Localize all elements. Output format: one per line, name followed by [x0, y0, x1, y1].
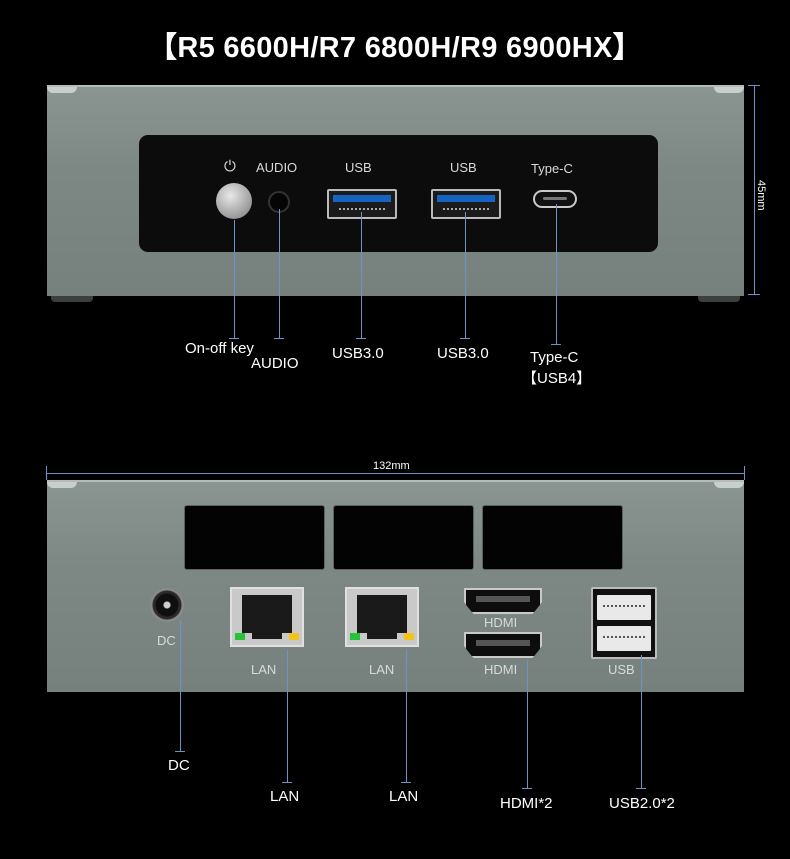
- callout-lan-2: LAN: [389, 788, 419, 805]
- callout-line: [406, 650, 407, 782]
- typec-port: [533, 190, 577, 208]
- callout-tick: [401, 782, 411, 783]
- callout-usb3-right: USB3.0: [437, 345, 489, 362]
- callout-line: [279, 209, 280, 338]
- hdmi-port: [464, 632, 542, 658]
- callout-line: [361, 212, 362, 338]
- dimension-cap: [46, 466, 47, 480]
- callout-usb2: USB2.0*2: [609, 795, 675, 812]
- usb-port-label: USB: [608, 662, 635, 677]
- callout-tick: [551, 344, 561, 345]
- height-dimension-line: [754, 85, 755, 294]
- back-view-chassis: DC LAN LAN HDMI HDMI USB: [47, 480, 744, 692]
- vent-grille: [482, 505, 623, 570]
- audio-port-label: AUDIO: [256, 160, 298, 175]
- callout-tick: [282, 782, 292, 783]
- lan-port: [230, 587, 304, 647]
- height-dimension-label: 45mm: [755, 180, 767, 211]
- width-dimension-line: [46, 473, 745, 474]
- hdmi-port: [464, 588, 542, 614]
- usb3-port: [431, 189, 501, 219]
- power-icon: ⏻: [224, 158, 236, 175]
- callout-line: [180, 620, 181, 751]
- chassis-corner: [47, 482, 77, 488]
- hdmi-port-label: HDMI: [484, 662, 518, 677]
- dimension-cap: [748, 294, 760, 295]
- callout-lan-1: LAN: [270, 788, 300, 805]
- usb-port-label: USB: [345, 160, 372, 175]
- callout-dc: DC: [168, 757, 190, 774]
- lan-port: [345, 587, 419, 647]
- page-title: 【R5 6600H/R7 6800H/R9 6900HX】: [148, 32, 642, 64]
- callout-typec: Type-C: [530, 349, 579, 366]
- front-io-panel: ⏻ AUDIO USB USB Type-C: [139, 135, 658, 252]
- dc-port-label: DC: [157, 633, 176, 648]
- callout-line: [234, 220, 235, 338]
- callout-line: [556, 204, 557, 344]
- callout-line: [527, 660, 528, 788]
- usb-port-label: USB: [450, 160, 477, 175]
- chassis-corner: [714, 87, 744, 93]
- chassis-foot: [698, 296, 740, 302]
- callout-tick: [274, 338, 284, 339]
- callout-power-key: On-off key: [185, 340, 254, 357]
- dimension-cap: [744, 466, 745, 480]
- callout-usb3-left: USB3.0: [332, 345, 384, 362]
- front-view-chassis: ⏻ AUDIO USB USB Type-C: [47, 85, 744, 302]
- callout-hdmi: HDMI*2: [500, 795, 553, 812]
- chassis-corner: [714, 482, 744, 488]
- callout-tick: [356, 338, 366, 339]
- lan-port-label: LAN: [251, 662, 277, 677]
- callout-line: [465, 212, 466, 338]
- width-dimension-label: 132mm: [373, 460, 410, 472]
- usb2-port-stack: [591, 587, 657, 659]
- hdmi-port-label: HDMI: [484, 615, 518, 630]
- chassis-foot: [51, 296, 93, 302]
- callout-tick: [460, 338, 470, 339]
- dimension-cap: [748, 85, 760, 86]
- callout-tick: [229, 338, 239, 339]
- callout-tick: [175, 751, 185, 752]
- chassis-corner: [47, 87, 77, 93]
- callout-tick: [522, 788, 532, 789]
- callout-line: [287, 650, 288, 782]
- lan-port-label: LAN: [369, 662, 395, 677]
- typec-port-label: Type-C: [531, 161, 573, 176]
- callout-line: [641, 655, 642, 788]
- vent-grille: [184, 505, 325, 570]
- vent-grille: [333, 505, 474, 570]
- power-button: [216, 183, 252, 219]
- callout-tick: [636, 788, 646, 789]
- callout-typec-usb4: 【USB4】: [522, 370, 592, 387]
- dc-jack: [150, 588, 184, 622]
- usb3-port: [327, 189, 397, 219]
- callout-audio: AUDIO: [251, 355, 299, 372]
